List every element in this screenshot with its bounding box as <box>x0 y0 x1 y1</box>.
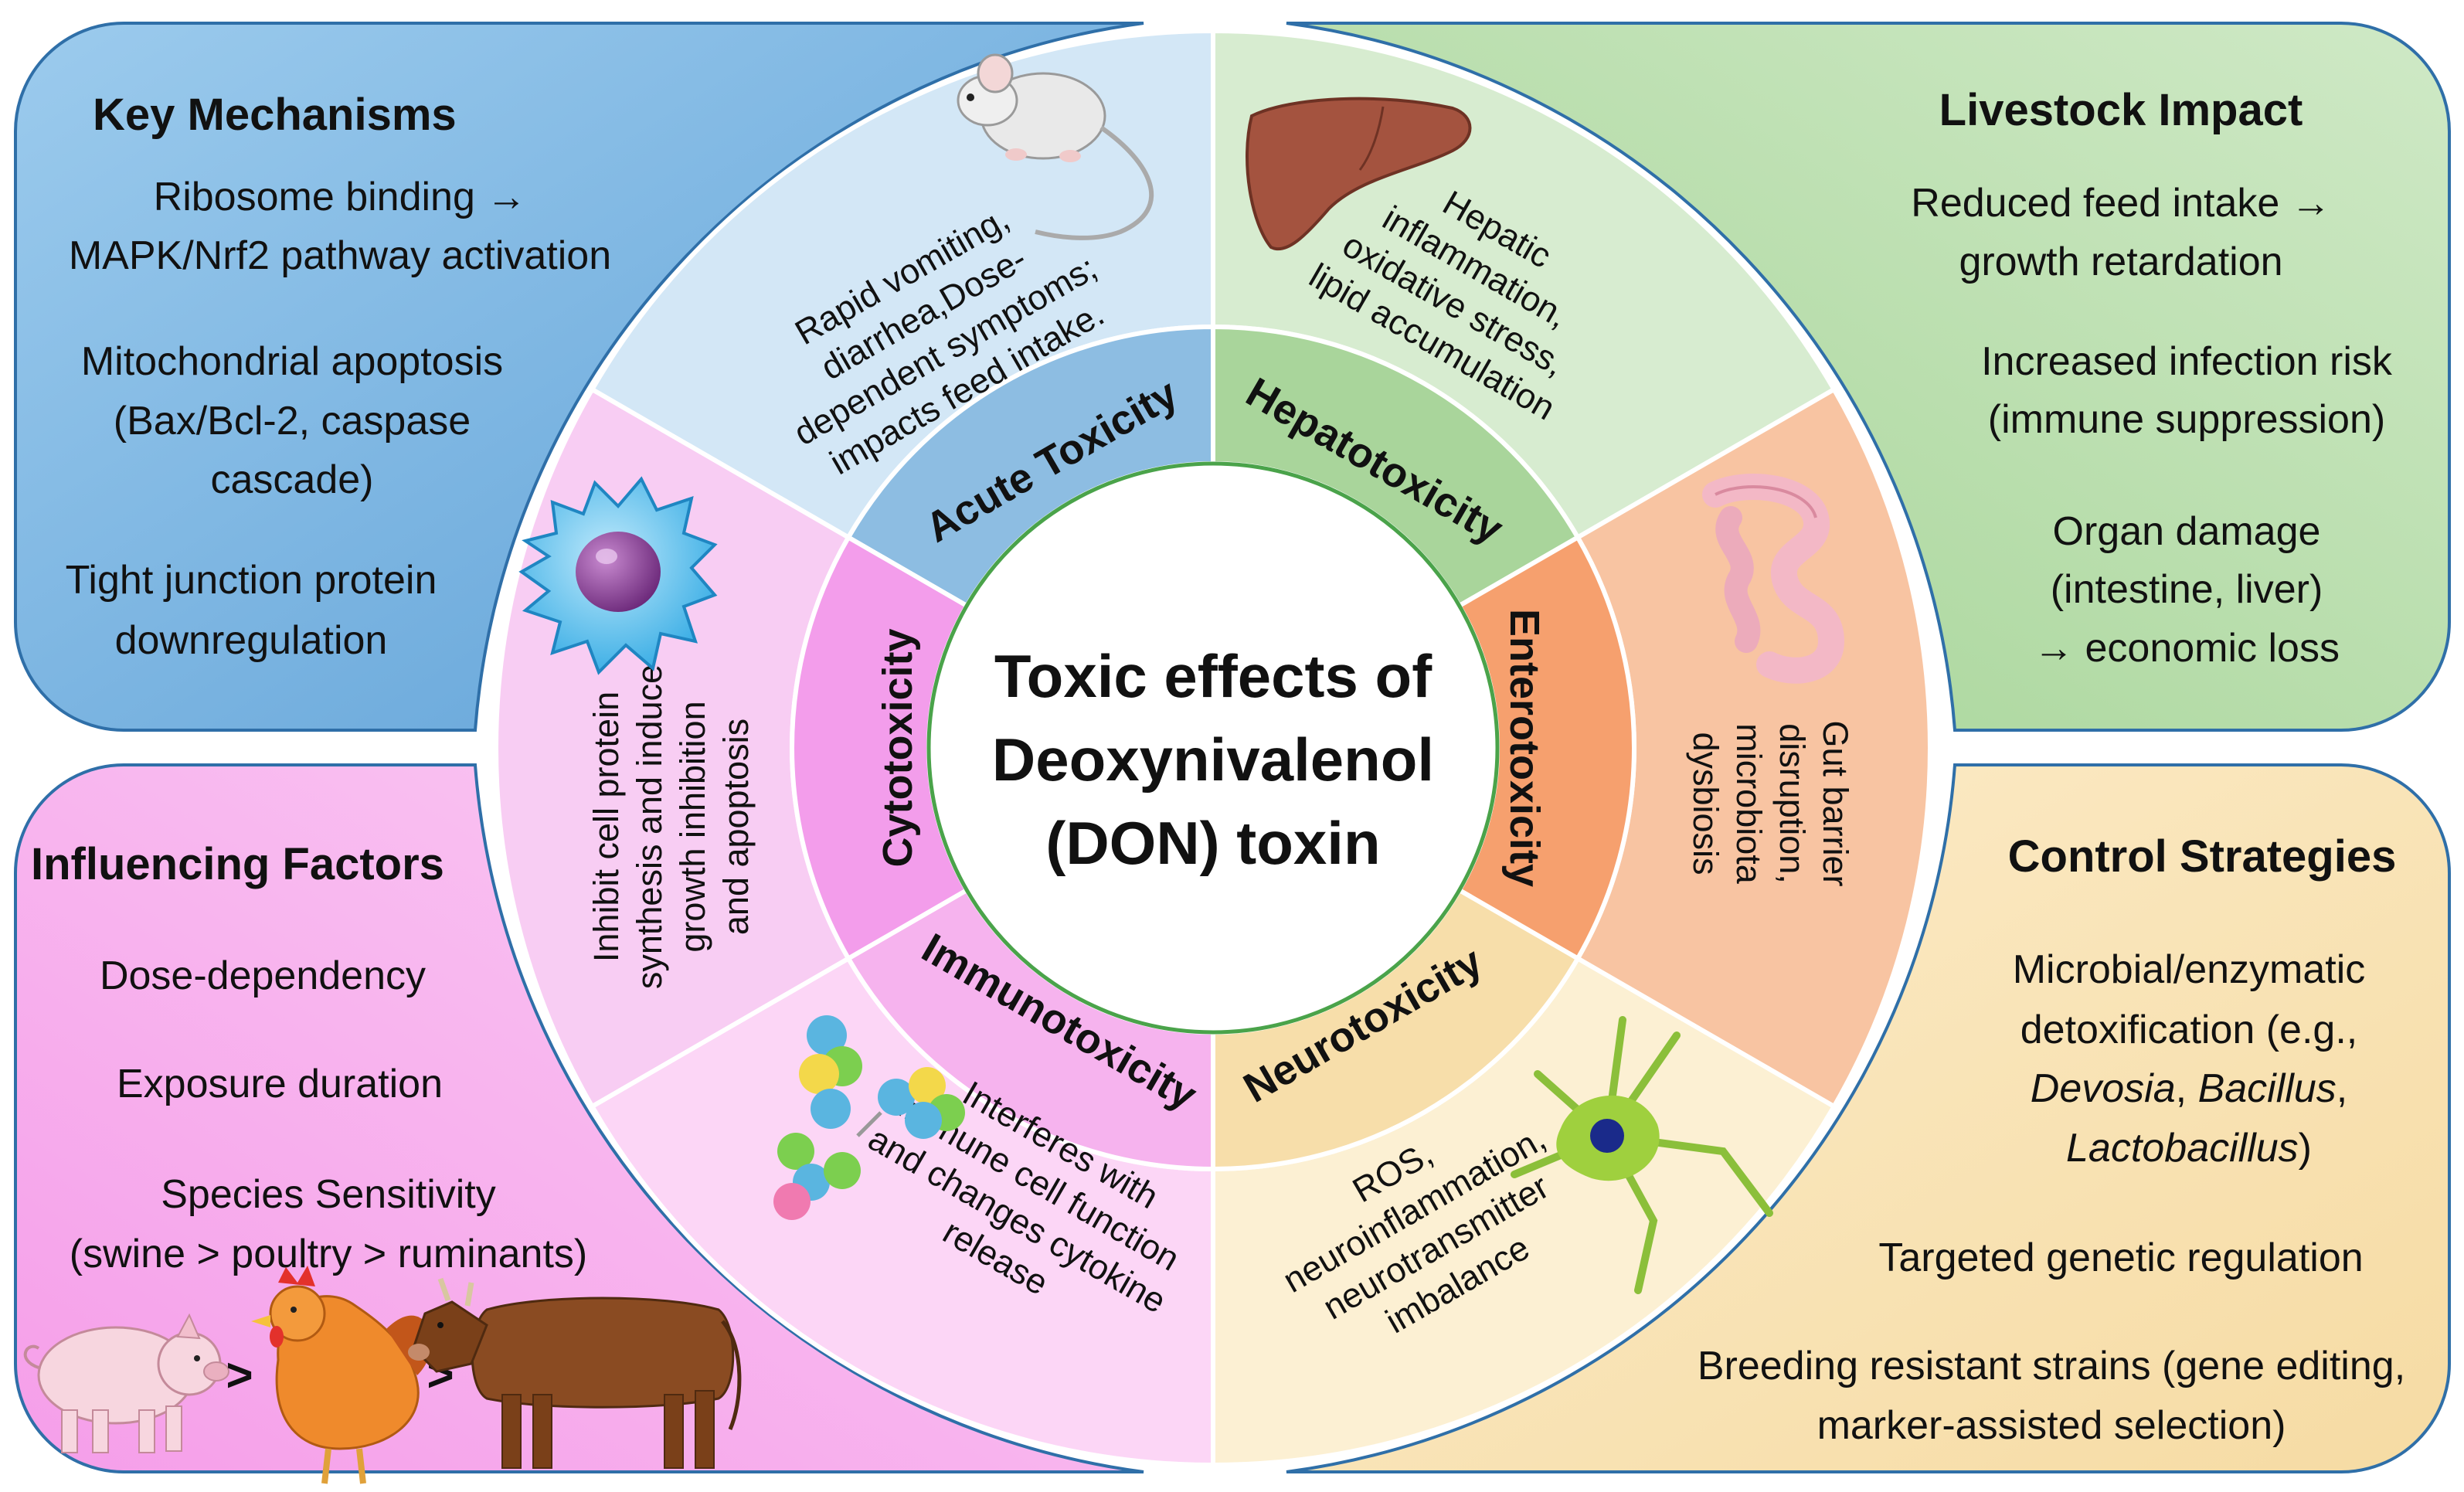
influencing-factors-line: Exposure duration <box>117 1062 443 1106</box>
cow-icon <box>408 1277 742 1469</box>
livestock-impact-panel <box>1286 22 2451 732</box>
svg-text:synthesis and induce: synthesis and induce <box>630 664 669 989</box>
entero-description: Gut barrier disruption, microbiota dysbi… <box>1686 720 1855 886</box>
key-mechanisms-line: MAPK/Nrf2 pathway activation <box>69 233 611 278</box>
center-title-line-3: (DON) toxin <box>1045 809 1380 877</box>
influencing-factors-line: (swine > poultry > ruminants) <box>70 1232 588 1276</box>
control-strategies-line: marker-assisted selection) <box>1817 1403 2286 1448</box>
liver-icon <box>1246 97 1472 251</box>
key-mechanisms-line: cascade) <box>211 457 374 502</box>
livestock-impact-line: growth retardation <box>1959 240 2282 284</box>
livestock-impact-line: Organ damage <box>2053 509 2321 554</box>
livestock-impact-line: → economic loss <box>2034 626 2340 671</box>
svg-text:dysbiosis: dysbiosis <box>1686 732 1725 875</box>
control-strategies-line: Microbial/enzymatic <box>2013 947 2366 992</box>
cell-icon <box>518 476 718 675</box>
key-mechanisms-line: (Bax/Bcl-2, caspase <box>114 399 471 444</box>
svg-text:Gut barrier: Gut barrier <box>1816 720 1855 886</box>
control-strategies-title: Control Strategies <box>2008 831 2397 882</box>
center-circle <box>926 461 1500 1035</box>
key-mechanisms-line: Mitochondrial apoptosis <box>81 339 503 384</box>
livestock-impact-line: Reduced feed intake → <box>1911 181 2330 226</box>
svg-text:microbiota: microbiota <box>1729 723 1769 885</box>
influencing-factors-line: Species Sensitivity <box>161 1172 496 1217</box>
influencing-factors-line: Dose-dependency <box>100 953 426 998</box>
center-title-line-1: Toxic effects of <box>994 642 1433 710</box>
key-mechanisms-line: downregulation <box>115 618 388 663</box>
svg-text:and apoptosis: and apoptosis <box>716 719 756 935</box>
intestine-icon <box>1702 474 1845 684</box>
svg-text:disruption,: disruption, <box>1772 723 1812 884</box>
livestock-impact-line: (immune suppression) <box>1988 397 2385 442</box>
key-mechanisms-line: Ribosome binding → <box>154 175 527 219</box>
cyto-description: Inhibit cell protein synthesis and induc… <box>586 664 756 989</box>
livestock-impact-title: Livestock Impact <box>1939 85 2303 135</box>
cytotoxicity-label: Cytotoxicity <box>875 628 921 867</box>
key-mechanisms-line: Tight junction protein <box>66 558 437 603</box>
influencing-factors-title: Influencing Factors <box>31 839 444 889</box>
livestock-impact-line: Increased infection risk <box>1981 339 2393 384</box>
comparison-symbol: > <box>226 1349 253 1401</box>
control-strategies-panel <box>1286 763 2451 1473</box>
antibody-icon <box>773 1015 965 1220</box>
pig-icon <box>23 1313 229 1453</box>
control-strategies-line: Targeted genetic regulation <box>1878 1235 2363 1280</box>
mouse-icon <box>957 53 1154 240</box>
center-title-line-2: Deoxynivalenol <box>992 726 1434 794</box>
inner-sectors <box>790 324 1636 1172</box>
svg-text:growth inhibition: growth inhibition <box>673 701 712 952</box>
enterotoxicity-label: Enterotoxicity <box>1501 609 1548 887</box>
control-strategies-genera-line: Lactobacillus) <box>2066 1126 2312 1171</box>
key-mechanisms-title: Key Mechanisms <box>93 90 457 140</box>
control-strategies-line: detoxification (e.g., <box>2020 1008 2357 1052</box>
neuron-icon <box>1511 1016 1773 1294</box>
key-mechanisms-panel <box>14 22 1144 732</box>
control-strategies-line: Breeding resistant strains (gene editing… <box>1698 1344 2405 1388</box>
control-strategies-genera-line: Devosia, Bacillus, <box>2031 1066 2347 1111</box>
chicken-icon <box>251 1266 432 1484</box>
svg-text:Inhibit cell protein: Inhibit cell protein <box>586 692 626 962</box>
livestock-impact-line: (intestine, liver) <box>2051 567 2323 612</box>
